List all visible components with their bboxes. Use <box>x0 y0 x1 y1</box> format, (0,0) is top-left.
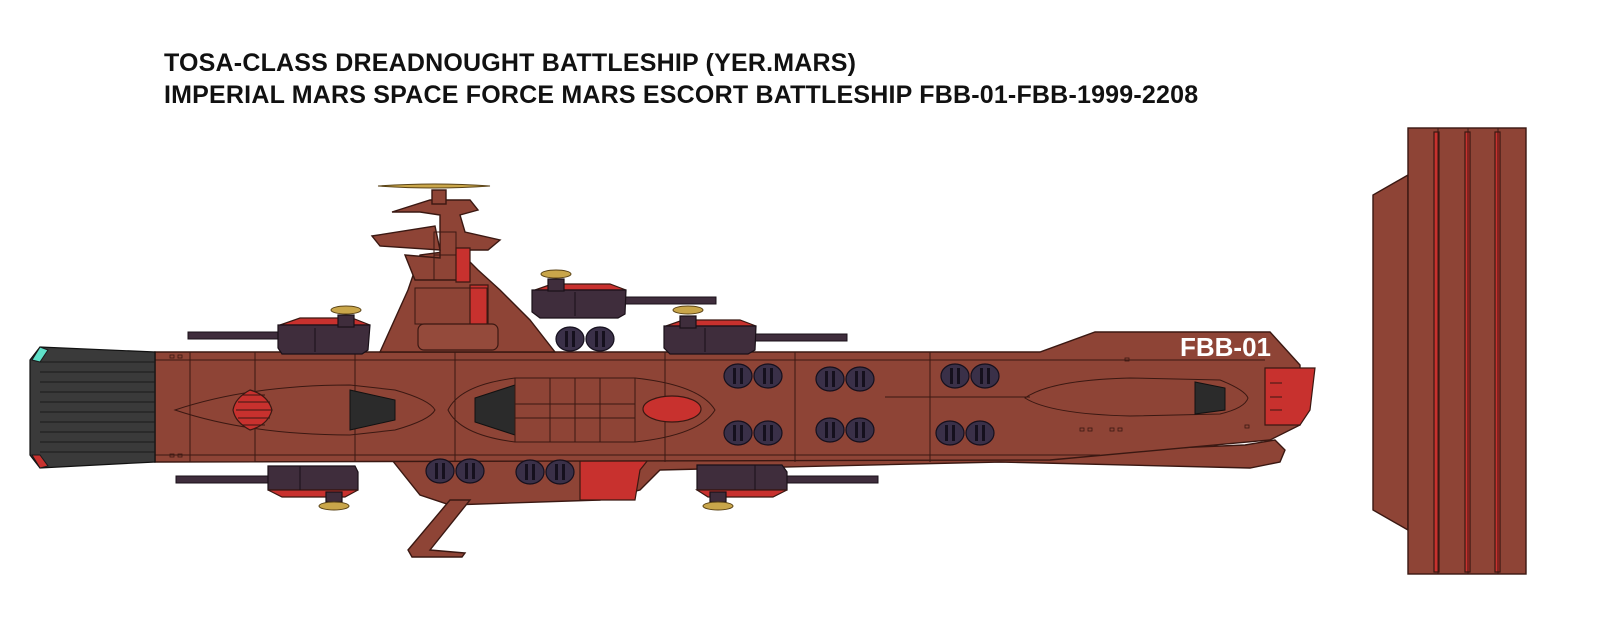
fore-vent <box>1194 381 1226 415</box>
aft-exhaust-cone <box>29 346 156 469</box>
title-line-1: TOSA-CLASS DREADNOUGHT BATTLESHIP (YER.M… <box>164 49 857 77</box>
mid-upper-turret <box>531 269 717 319</box>
fore-lower-turret <box>694 464 879 511</box>
lower-fin <box>407 499 472 558</box>
hull-number-label: FBB-01 <box>1180 332 1271 362</box>
missile-ports <box>425 326 1000 485</box>
ship-side-view: FBB-01 <box>29 183 1316 558</box>
red-hull-marking <box>642 395 702 423</box>
aft-vent-left <box>349 389 396 431</box>
fore-upper-turret <box>663 305 848 355</box>
front-view-side-plate <box>1372 173 1409 532</box>
antenna-dish <box>377 183 491 189</box>
ship-front-view <box>1372 127 1527 575</box>
title-line-2: IMPERIAL MARS SPACE FORCE MARS ESCORT BA… <box>164 81 1199 109</box>
bow-red-tip <box>1264 367 1316 426</box>
aft-upper-turret <box>187 305 371 355</box>
aft-lower-turret <box>175 465 359 511</box>
